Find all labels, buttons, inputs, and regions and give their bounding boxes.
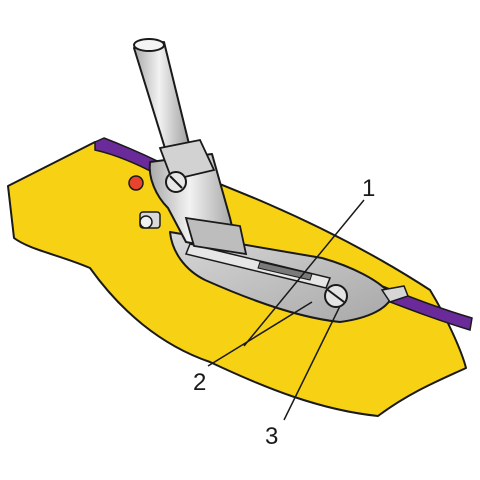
callout-line-3 (283, 305, 341, 421)
callout-2: 2 (193, 369, 206, 396)
guide-rail (184, 243, 332, 289)
callout-line-2 (207, 301, 313, 367)
guide-screw (324, 284, 348, 308)
side-knob (139, 211, 161, 229)
callout-3: 3 (265, 423, 278, 450)
shank-block (184, 216, 248, 256)
collar-screw (165, 171, 187, 193)
red-indicator (128, 175, 144, 191)
callout-line-1 (243, 199, 365, 347)
callout-1: 1 (362, 175, 375, 202)
upper-collar (158, 138, 216, 182)
right-tab (380, 285, 409, 303)
guide-slot (257, 261, 313, 281)
mounting-bar (133, 38, 191, 159)
